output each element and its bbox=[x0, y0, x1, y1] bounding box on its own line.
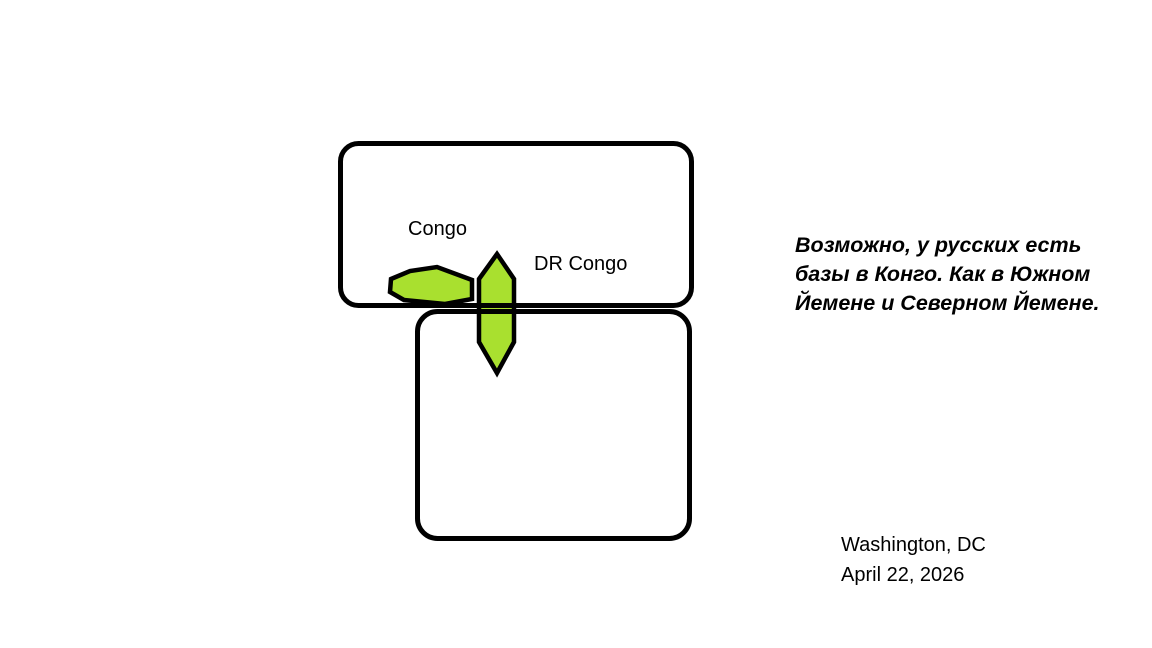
caption-date: April 22, 2026 bbox=[841, 563, 965, 586]
base-marker-horizontal-shape bbox=[387, 264, 475, 307]
caption-location: Washington, DC bbox=[841, 534, 986, 556]
dr-congo-label: DR Congo bbox=[534, 253, 628, 275]
congo-region-rectangle bbox=[338, 141, 694, 308]
caption-block: Washington, DC April 22, 2026 bbox=[841, 531, 986, 590]
annotation-line-2: базы в Конго. Как в Южном bbox=[795, 262, 1091, 286]
annotation-line-1: Возможно, у русских есть bbox=[795, 233, 1082, 257]
dr-congo-region-rectangle bbox=[415, 309, 692, 541]
annotation-line-3: Йемене и Северном Йемене. bbox=[795, 291, 1100, 315]
congo-label: Congo bbox=[408, 218, 467, 240]
russian-annotation: Возможно, у русских есть базы в Конго. К… bbox=[795, 231, 1100, 318]
